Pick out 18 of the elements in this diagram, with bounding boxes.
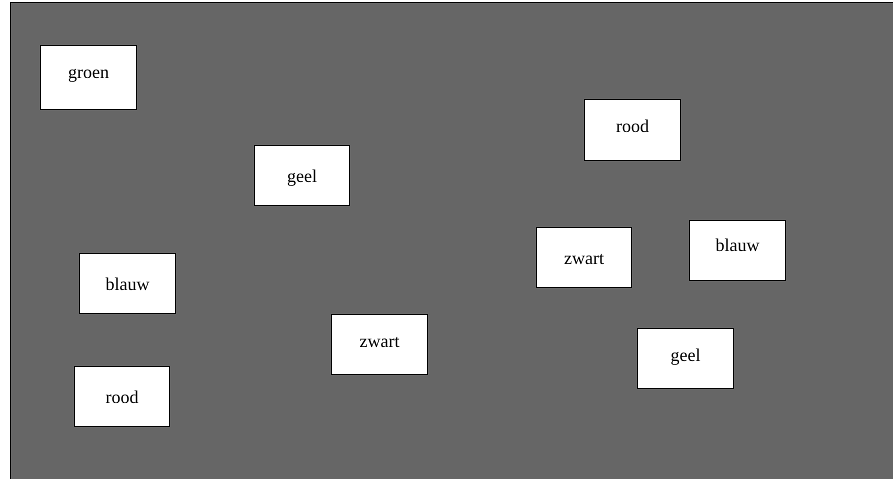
label-box: [584, 99, 681, 161]
box-label: groen: [68, 62, 109, 80]
box-label: zwart: [360, 332, 400, 350]
box-label: zwart: [564, 248, 604, 266]
box-label: geel: [287, 166, 317, 184]
label-box: [536, 227, 632, 288]
label-box: [254, 145, 350, 206]
label-box: [689, 220, 786, 281]
label-box: [331, 314, 428, 375]
box-label: rood: [616, 117, 649, 135]
box-label: rood: [106, 388, 138, 406]
label-box: [74, 366, 170, 427]
box-label: blauw: [716, 236, 760, 254]
label-box: [79, 253, 176, 314]
label-box: [637, 328, 734, 389]
box-label: geel: [670, 346, 700, 364]
label-box: [40, 45, 137, 110]
box-label: blauw: [106, 274, 150, 292]
